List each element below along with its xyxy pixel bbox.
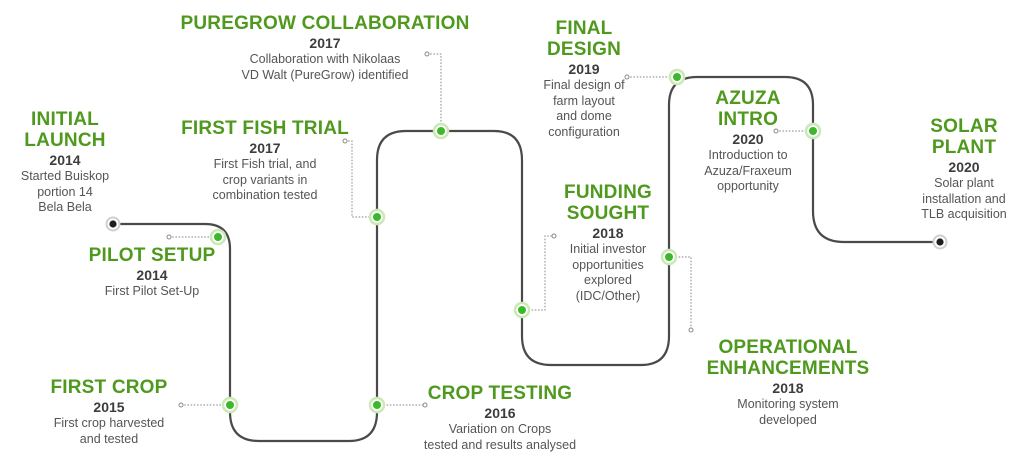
connector-first-fish-trial [345, 140, 377, 218]
milestone-pilot-setup: PILOT SETUP 2014 First Pilot Set-Up [72, 245, 232, 300]
milestone-year: 2018 [592, 225, 624, 241]
end-node [932, 234, 948, 250]
milestone-title: FUNDING SOUGHT [564, 182, 652, 224]
connector-end [688, 327, 694, 333]
milestone-title: CROP TESTING [427, 383, 573, 404]
milestone-description: Collaboration with Nikolaas VD Walt (Pur… [241, 52, 409, 82]
milestone-description: First Pilot Set-Up [104, 284, 200, 298]
milestone-description: Introduction to Azuza/Fraxeum opportunit… [704, 148, 792, 193]
milestone-description: Monitoring system developed [737, 397, 839, 427]
milestone-year: 2014 [49, 152, 81, 168]
milestone-description: Variation on Crops tested and results an… [423, 422, 577, 452]
node-funding-sought [513, 301, 531, 319]
connector-puregrow [427, 53, 442, 131]
milestone-title: PILOT SETUP [88, 245, 216, 266]
milestone-title: FIRST FISH TRIAL [181, 118, 349, 139]
milestone-final-design: FINAL DESIGN 2019 Final design of farm l… [524, 18, 644, 140]
milestone-first-crop: FIRST CROP 2015 First crop harvested and… [30, 377, 188, 447]
milestone-title: FINAL DESIGN [546, 18, 622, 60]
node-final-design [668, 68, 686, 86]
milestone-title: PUREGROW COLLABORATION [180, 13, 470, 34]
milestone-description: First Fish trial, and crop variants in c… [212, 157, 318, 202]
milestone-year: 2019 [568, 61, 600, 77]
milestone-description: Initial investor opportunities explored … [569, 242, 647, 303]
connector-end [551, 233, 557, 239]
milestone-year: 2020 [732, 131, 764, 147]
milestone-title: AZUZA INTRO [715, 88, 781, 130]
connector-end [422, 402, 428, 408]
node-puregrow [432, 122, 450, 140]
milestone-title: SOLAR PLANT [930, 116, 998, 158]
milestone-description: Started Buiskop portion 14 Bela Bela [20, 169, 110, 214]
milestone-year: 2018 [772, 380, 804, 396]
node-first-crop [221, 396, 239, 414]
milestone-title: FIRST CROP [50, 377, 168, 398]
connector-operational [669, 256, 692, 330]
node-pilot-setup [209, 228, 227, 246]
milestone-year: 2015 [93, 399, 125, 415]
start-node [105, 216, 121, 232]
node-operational [660, 248, 678, 266]
milestone-nodes [209, 68, 822, 414]
node-azuza [804, 122, 822, 140]
connector-end [178, 402, 184, 408]
milestone-year: 2016 [484, 405, 516, 421]
milestone-title: OPERATIONAL ENHANCEMENTS [706, 337, 870, 379]
milestone-operational-enhancements: OPERATIONAL ENHANCEMENTS 2018 Monitoring… [688, 337, 888, 428]
timeline-track [113, 75, 940, 443]
connector-end [342, 138, 348, 144]
milestone-initial-launch: INITIAL LAUNCH 2014 Started Buiskop port… [2, 109, 128, 216]
connector-end [773, 128, 779, 134]
milestone-description: Final design of farm layout and dome con… [543, 78, 625, 139]
milestone-crop-testing: CROP TESTING 2016 Variation on Crops tes… [405, 383, 595, 453]
milestone-year: 2017 [309, 35, 341, 51]
milestone-year: 2020 [948, 159, 980, 175]
milestone-year: 2017 [249, 140, 281, 156]
node-first-fish-trial [368, 208, 386, 226]
milestone-title: INITIAL LAUNCH [24, 109, 106, 151]
connector-end [424, 51, 430, 57]
node-crop-testing [368, 396, 386, 414]
connector-ends [166, 51, 779, 408]
milestone-funding-sought: FUNDING SOUGHT 2018 Initial investor opp… [548, 182, 668, 304]
milestone-description: First crop harvested and tested [53, 416, 165, 446]
milestone-azuza-intro: AZUZA INTRO 2020 Introduction to Azuza/F… [686, 88, 810, 195]
connector-end [166, 234, 172, 240]
connector-end [624, 74, 630, 80]
milestone-year: 2014 [136, 267, 168, 283]
milestone-description: Solar plant installation and TLB acquisi… [921, 176, 1007, 221]
milestone-puregrow-collaboration: PUREGROW COLLABORATION 2017 Collaboratio… [176, 13, 474, 83]
milestone-solar-plant: SOLAR PLANT 2020 Solar plant installatio… [906, 116, 1022, 223]
milestone-first-fish-trial: FIRST FISH TRIAL 2017 First Fish trial, … [180, 118, 350, 204]
